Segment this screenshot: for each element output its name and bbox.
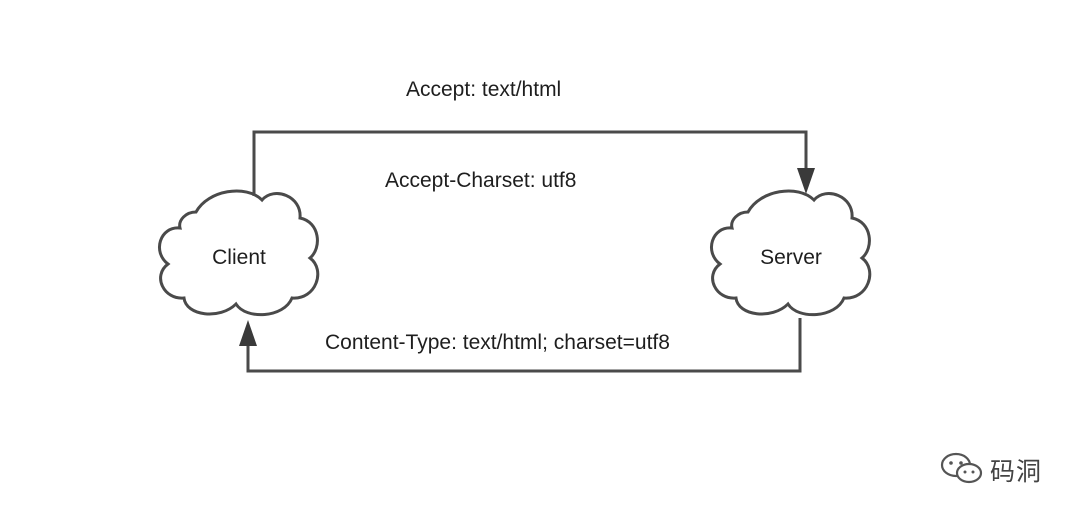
watermark-text: 码洞 (990, 457, 1043, 486)
watermark: 码洞 (938, 452, 1042, 488)
response-arrow-line (246, 318, 802, 373)
server-cloud (710, 189, 872, 317)
response-arrowhead (239, 320, 257, 346)
content-type-header-label: Content-Type: text/html; charset=utf8 (325, 331, 670, 354)
client-label: Client (212, 246, 266, 269)
request-arrowhead (797, 168, 815, 194)
client-cloud (158, 189, 320, 317)
accept-header-label: Accept: text/html (406, 78, 562, 101)
wechat-icon (938, 450, 986, 491)
accept-charset-header-label: Accept-Charset: utf8 (385, 169, 577, 192)
request-arrow-line (252, 130, 808, 196)
server-label: Server (760, 246, 822, 269)
